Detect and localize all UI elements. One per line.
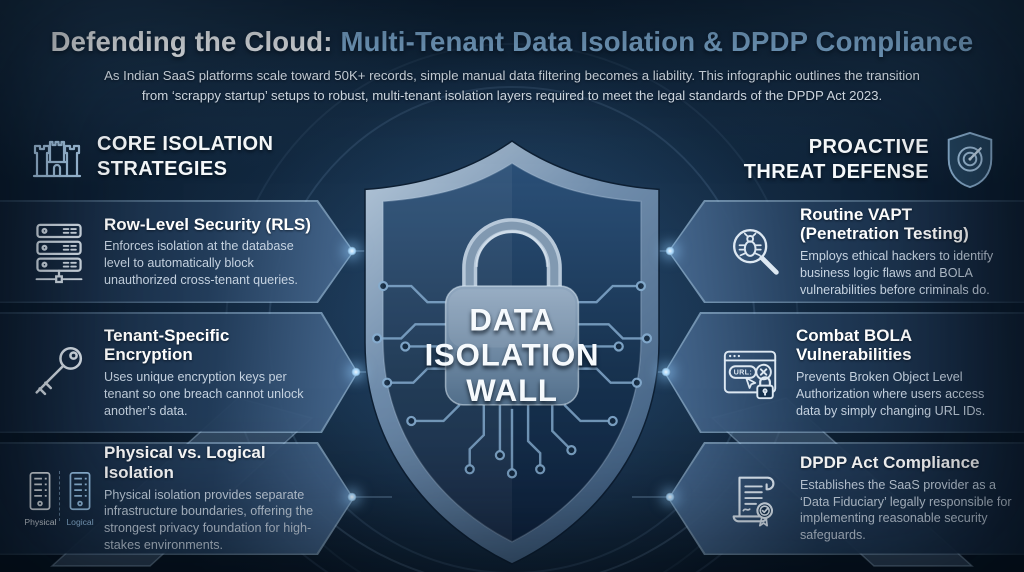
card-body: Establishes the SaaS provider as a ‘Data… [800, 477, 1012, 543]
section-title-left-line1: CORE ISOLATION [97, 133, 274, 155]
scroll-seal-icon [732, 476, 775, 527]
card-title: Row-Level Security (RLS) [104, 214, 311, 234]
svg-text:ISOLATION: ISOLATION [425, 338, 600, 373]
subtitle-line-2: from ‘scrappy startup’ setups to robust,… [141, 88, 883, 104]
server-stack-icon [35, 223, 83, 283]
section-title-left-line2: STRATEGIES [97, 158, 228, 180]
card-title: Physical vs. Logical Isolation [104, 443, 266, 483]
glow-dot [347, 246, 357, 256]
svg-text:DATA: DATA [469, 302, 554, 337]
card-body: Prevents Broken Object Level Authorizati… [796, 370, 986, 418]
section-title-right-line1: PROACTIVE [808, 136, 929, 158]
card-title: Combat BOLA Vulnerabilities [796, 325, 912, 365]
bug-magnifier-icon [733, 228, 779, 275]
subtitle-line-1: As Indian SaaS platforms scale toward 50… [104, 68, 920, 83]
shield-rim [364, 140, 660, 565]
logical-label: Logical [66, 516, 94, 527]
glow-dot [661, 367, 671, 377]
card-combat-bola: URL: Combat BOLA Vulnerabilities Prevent… [664, 312, 1024, 433]
url-text: URL: [734, 367, 752, 376]
card-title: Tenant-Specific Encryption [104, 325, 230, 365]
padlock-icon [444, 218, 580, 406]
card-title: DPDP Act Compliance [800, 453, 980, 473]
circuit-traces [381, 284, 643, 470]
card-body: Uses unique encryption keys per tenant s… [104, 370, 304, 418]
card-body: Enforces isolation at the database level… [104, 239, 298, 287]
shield-radar-icon [947, 131, 993, 189]
section-title-right-line2: THREAT DEFENSE [743, 161, 929, 183]
card-title: Routine VAPT (Penetration Testing) [800, 204, 969, 244]
card-physical-logical: Physical Logical Physical vs. Logical Is… [0, 442, 354, 555]
glow-dot [665, 492, 675, 502]
section-core-isolation: CORE ISOLATION STRATEGIES [30, 130, 273, 184]
physical-label: Physical [24, 516, 57, 527]
physical-server-icon [29, 471, 51, 510]
card-routine-vapt: Routine VAPT (Penetration Testing) Emplo… [668, 200, 1024, 303]
logical-server-icon [69, 471, 91, 510]
page-title: Defending the Cloud: Multi-Tenant Data I… [0, 26, 1024, 58]
card-tenant-encryption: Tenant-Specific Encryption Uses unique e… [0, 312, 358, 433]
page-title-accent: Multi-Tenant Data Isolation & DPDP Compl… [340, 26, 974, 57]
glow-dot [347, 492, 357, 502]
section-threat-defense: PROACTIVE THREAT DEFENSE [744, 130, 998, 190]
card-row-level-security: Row-Level Security (RLS) Enforces isolat… [0, 200, 354, 303]
section-title-right: PROACTIVE THREAT DEFENSE [744, 135, 929, 185]
card-body: Employs ethical hackers to identify busi… [800, 249, 994, 297]
shield-padlock-icon: DATA ISOLATION WALL [364, 140, 660, 565]
wall-title: DATA ISOLATION WALL [425, 302, 600, 408]
key-icon [35, 346, 83, 395]
shield-face [382, 162, 642, 543]
dashed-divider [59, 470, 60, 521]
card-dpdp-compliance: DPDP Act Compliance Establishes the SaaS… [668, 442, 1024, 555]
card-body: Physical isolation provides separate inf… [104, 487, 314, 552]
url-lock-icon: URL: [723, 350, 777, 399]
svg-text:WALL: WALL [466, 373, 558, 408]
glow-dot [665, 246, 675, 256]
castle-icon [32, 140, 82, 178]
glow-dot [351, 367, 361, 377]
section-title-left: CORE ISOLATION STRATEGIES [97, 132, 273, 182]
page-subtitle: As Indian SaaS platforms scale toward 50… [0, 66, 1024, 107]
physical-logical-servers-icon: Physical Logical [24, 470, 94, 527]
page-title-white: Defending the Cloud: [50, 26, 341, 57]
